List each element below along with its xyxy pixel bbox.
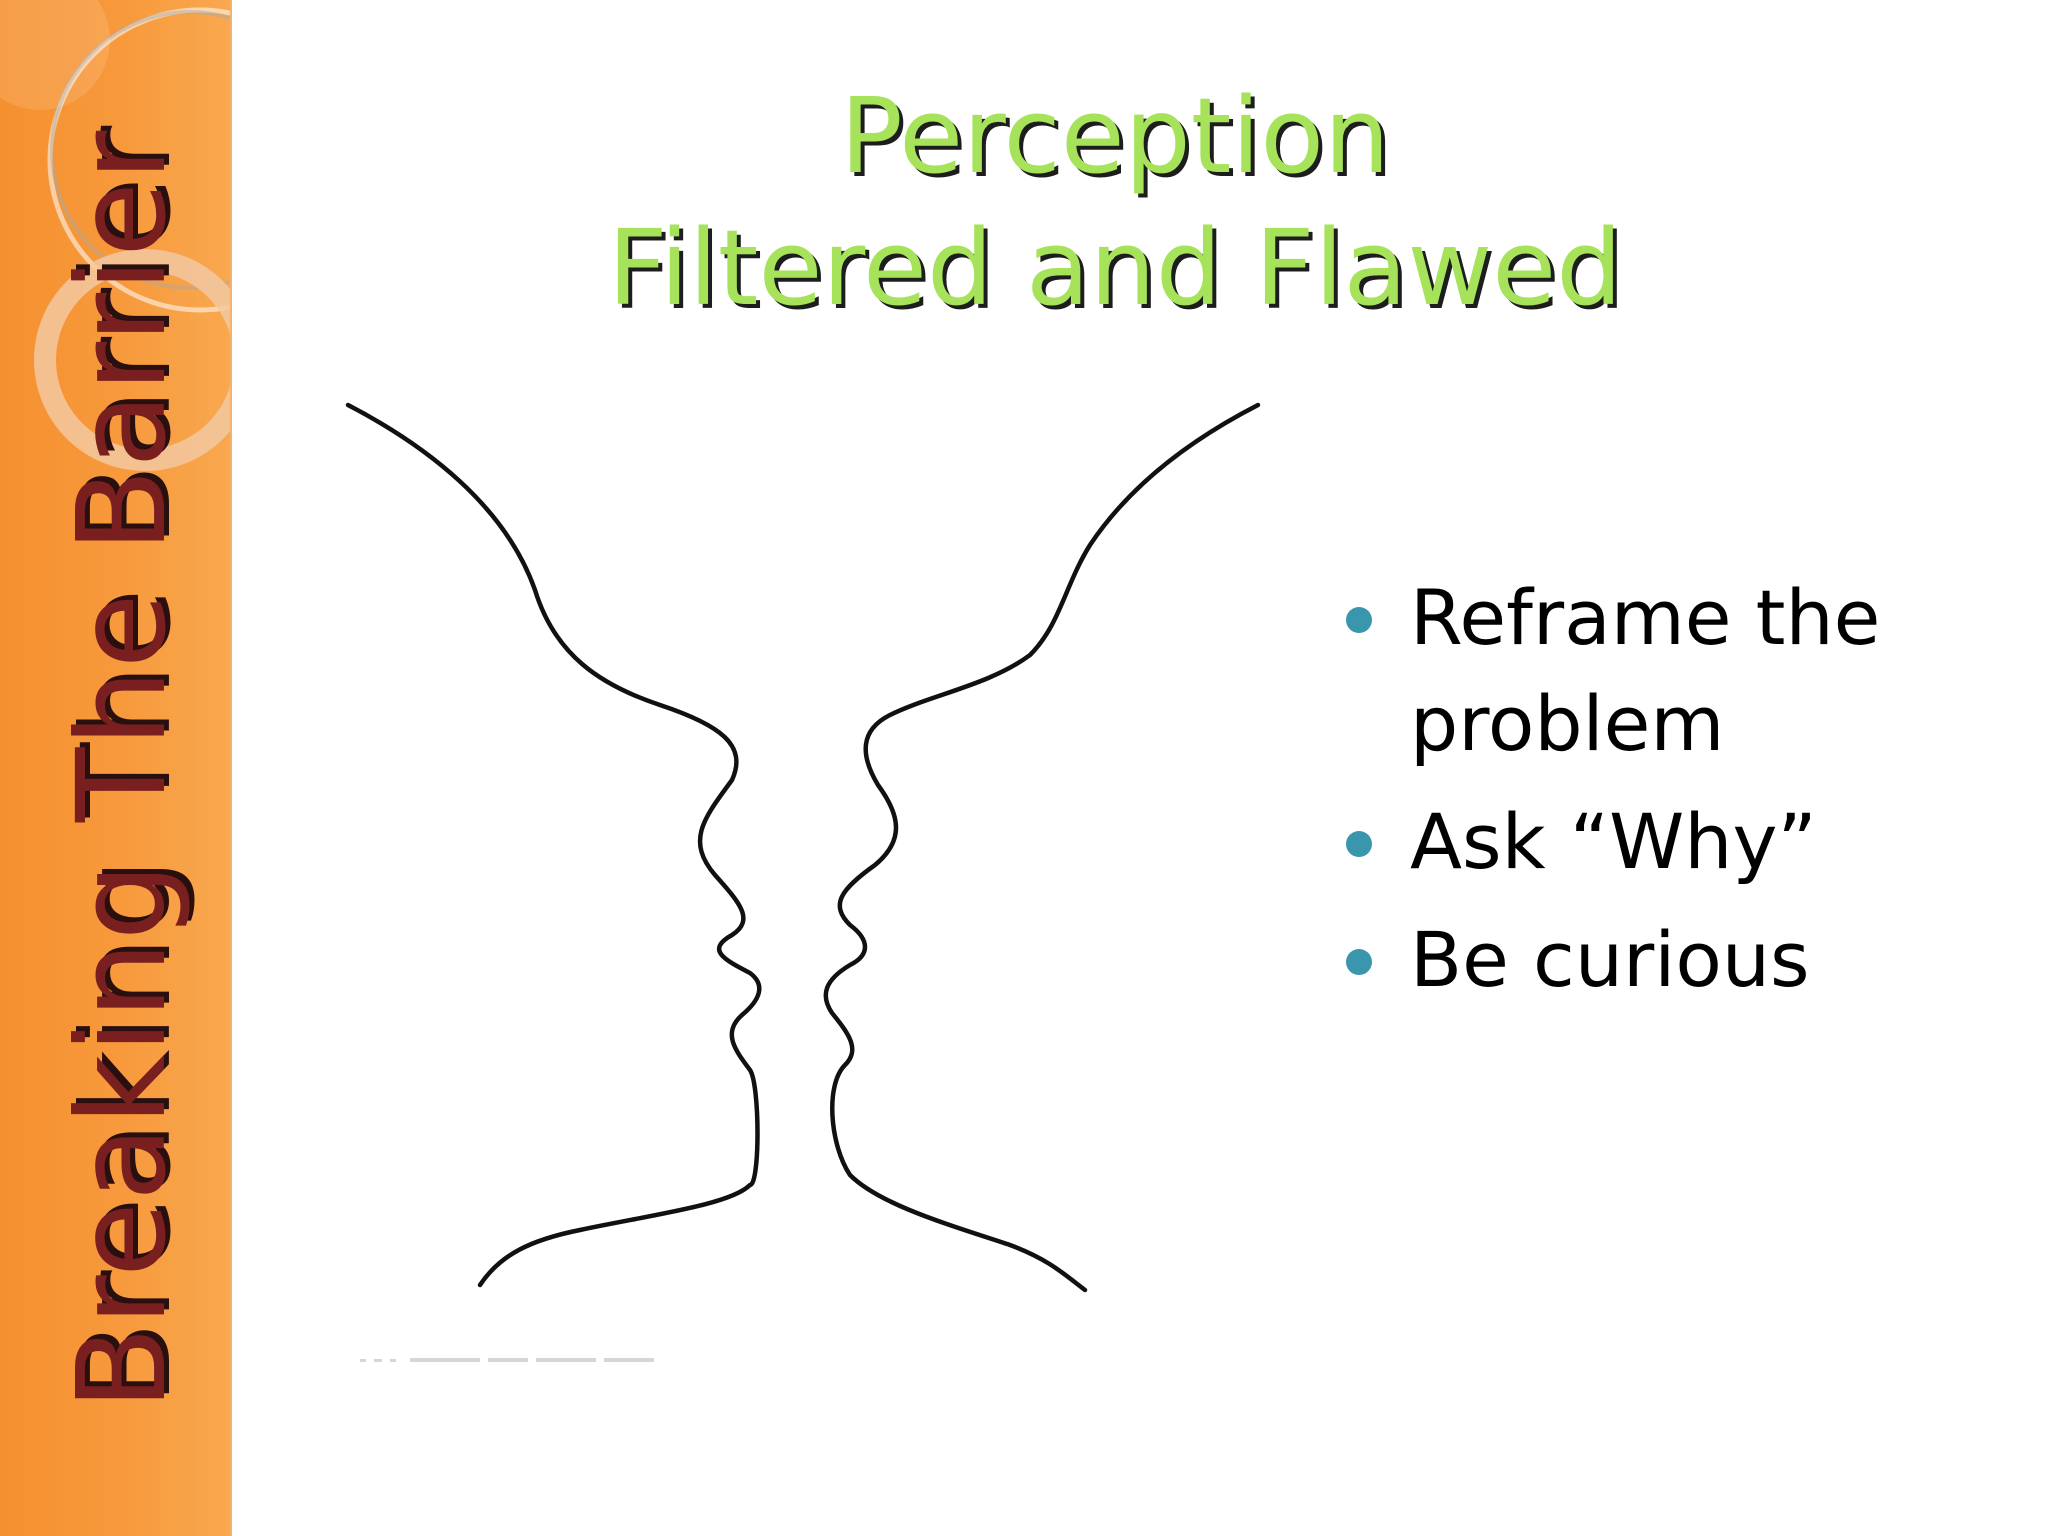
slide-title: Perception Filtered and Flawed xyxy=(600,70,1630,334)
bullet-dot-icon xyxy=(1346,831,1372,857)
bullet-item: Be curious xyxy=(1340,907,1980,1013)
bullet-list: Reframe the problem Ask “Why” Be curious xyxy=(1340,565,1980,1025)
bullet-text: Ask “Why” xyxy=(1410,797,1817,886)
title-line-1: Perception xyxy=(840,75,1390,197)
caption-remnant xyxy=(360,1358,654,1362)
faces-vase-illusion-icon xyxy=(345,402,1261,1293)
bullet-text: Be curious xyxy=(1410,915,1810,1004)
bullet-item: Ask “Why” xyxy=(1340,789,1980,895)
bullet-text: Reframe the problem xyxy=(1410,573,1881,768)
decorative-rings-icon xyxy=(0,0,230,471)
title-line-2: Filtered and Flawed xyxy=(607,207,1623,329)
sidebar-band: Breaking The Barrier xyxy=(0,0,232,1536)
vertical-title: Breaking The Barrier xyxy=(51,129,193,1411)
bullet-item: Reframe the problem xyxy=(1340,565,1980,777)
bullet-dot-icon xyxy=(1346,607,1372,633)
bullet-dot-icon xyxy=(1346,949,1372,975)
